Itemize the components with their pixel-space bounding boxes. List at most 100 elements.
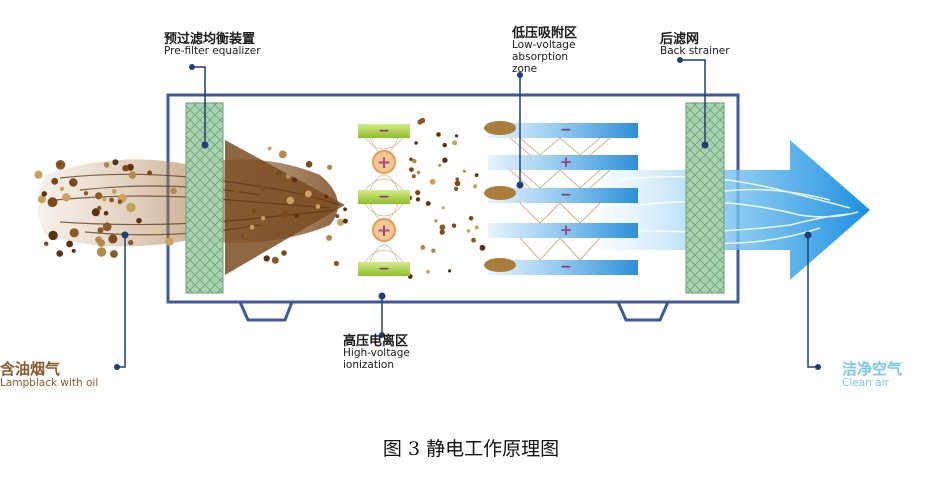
particle (56, 250, 63, 257)
clean-air-arrow (600, 140, 870, 280)
particle (136, 217, 142, 224)
highvoltage-label-cn: 高压电离区 (343, 334, 409, 349)
particle (301, 191, 306, 195)
housing-foot-left (238, 301, 294, 322)
particle (439, 229, 445, 235)
absorb-plate-4 (488, 223, 638, 238)
particle (452, 140, 458, 146)
particle (416, 170, 421, 175)
particle (128, 239, 134, 246)
ion-plate-1 (358, 124, 410, 138)
particle (103, 162, 110, 168)
ion-node-2 (372, 218, 396, 242)
particle (278, 150, 287, 159)
smoke-label-en: Lampblack with oil (0, 377, 99, 389)
particle (294, 213, 299, 218)
particle (267, 146, 272, 151)
particle (434, 219, 438, 223)
particle (165, 237, 174, 246)
particle (327, 164, 333, 170)
particle (474, 225, 479, 230)
particle (260, 186, 266, 192)
particle (83, 191, 89, 196)
particle (455, 177, 460, 182)
particle (126, 202, 136, 213)
particle (97, 227, 104, 234)
particle (66, 240, 73, 248)
ion-plate-2 (358, 190, 410, 204)
particle (71, 248, 76, 253)
particle (170, 187, 177, 195)
particle (37, 195, 46, 204)
particle (315, 204, 321, 209)
particle (69, 228, 79, 238)
absorb-minus-3: − (560, 259, 572, 275)
particle (468, 216, 474, 221)
particle (305, 161, 313, 168)
particle (103, 211, 109, 216)
back-strainer-label-en: Back strainer (660, 45, 730, 57)
particle (249, 224, 255, 230)
particle (51, 177, 59, 185)
particle (442, 157, 448, 163)
particle (448, 269, 452, 273)
particle (451, 223, 457, 228)
particle (453, 186, 459, 192)
prefilter-label-cn: 预过滤均衡装置 (164, 32, 256, 47)
particle (425, 201, 431, 206)
particle (102, 222, 112, 232)
particle (233, 188, 239, 194)
particle (471, 237, 476, 243)
absorb-plate-2 (488, 155, 638, 170)
particle (41, 191, 47, 197)
particle (439, 224, 446, 231)
absorb-plate-3 (488, 188, 638, 203)
particle (261, 216, 266, 221)
ion-minus-1: − (378, 123, 390, 139)
particle (304, 190, 312, 198)
particle (409, 167, 414, 173)
ion-minus-2: − (378, 189, 390, 205)
particle (112, 159, 119, 166)
particle (343, 207, 347, 212)
particle (429, 178, 436, 185)
particle (263, 255, 270, 262)
particle (44, 241, 49, 246)
particle (62, 193, 71, 202)
particle (59, 186, 65, 191)
particle (426, 269, 430, 274)
particle (291, 177, 297, 183)
particle (335, 214, 340, 219)
particle (147, 170, 153, 176)
ion-minus-3: − (378, 261, 390, 277)
particle (342, 218, 348, 224)
absorb-plate-1 (488, 123, 638, 138)
absorb-plate-5 (488, 260, 638, 275)
particle (479, 244, 486, 251)
oil-deposit-2 (484, 186, 516, 200)
lowvoltage-label-en1: Low-voltage (512, 39, 576, 51)
particles (34, 117, 486, 279)
particle (57, 161, 62, 166)
particle (438, 163, 442, 167)
particle (47, 197, 58, 208)
particle (326, 234, 333, 241)
ionization-zone: + + − − − (358, 123, 410, 277)
absorb-minus-1: − (560, 122, 572, 138)
particle (441, 206, 445, 210)
particle (442, 142, 447, 148)
oil-deposit-1 (484, 121, 516, 135)
particle (69, 178, 78, 187)
particle (111, 188, 117, 194)
particle (417, 119, 423, 125)
particle (95, 192, 103, 200)
particle (122, 165, 129, 172)
particle (333, 260, 339, 267)
back-strainer-label-cn: 后滤网 (660, 32, 700, 47)
particle (243, 232, 250, 239)
particle (102, 197, 107, 202)
ion-node-1 (372, 150, 396, 174)
particle (96, 247, 107, 257)
ion-plus-1: + (377, 153, 391, 173)
highvoltage-label-en2: ionization (343, 359, 394, 371)
